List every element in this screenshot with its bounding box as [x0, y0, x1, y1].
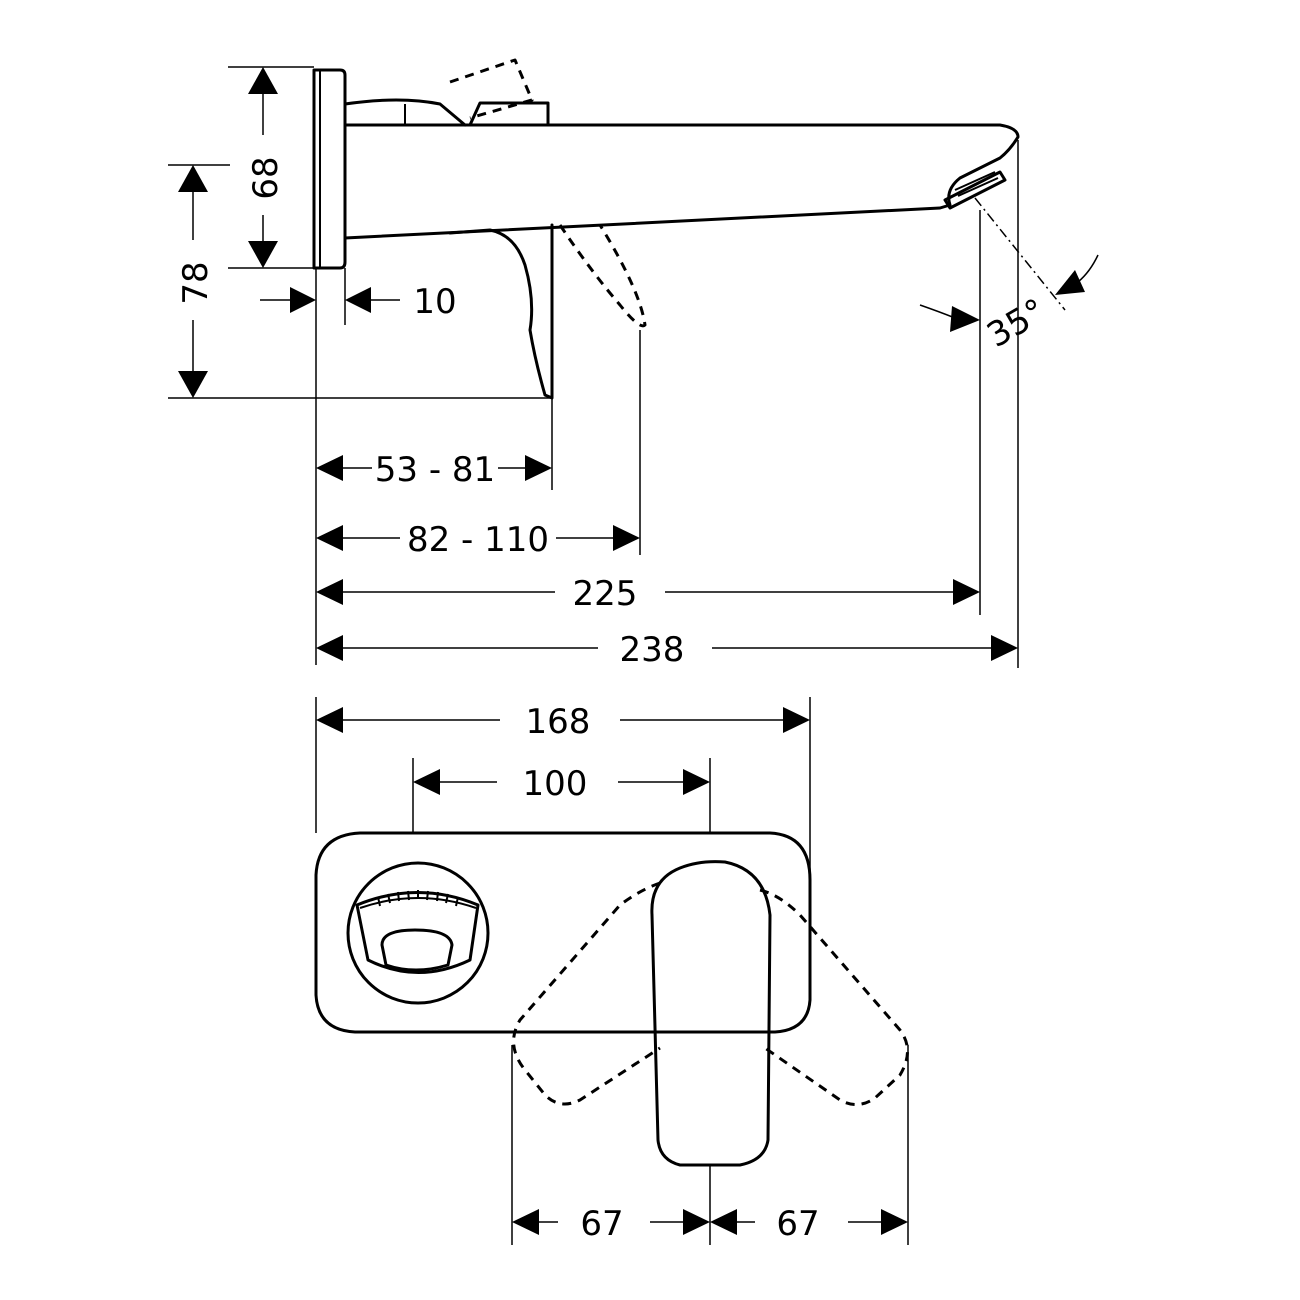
- dim-78: 78: [176, 261, 216, 304]
- side-view: 68 78 10 53 - 81 82 - 110: [168, 58, 1099, 670]
- dim-10: 10: [413, 282, 456, 322]
- lever-dashed: [449, 58, 534, 120]
- dim-67-left: 67: [580, 1204, 623, 1244]
- lever-handle-dashed: [558, 224, 647, 328]
- front-view: 168 100 67 67: [314, 697, 909, 1245]
- dim-53-81: 53 - 81: [375, 450, 495, 490]
- dim-238: 238: [620, 630, 685, 670]
- dim-67-right: 67: [776, 1204, 819, 1244]
- dim-225: 225: [573, 574, 638, 614]
- dim-35-degrees: 35°: [980, 291, 1052, 356]
- front-lever-dashed-left: [512, 881, 661, 1106]
- front-lever: [650, 860, 772, 1167]
- lever-base: [343, 98, 467, 127]
- diverter-knob: [346, 861, 490, 1005]
- spout-body: [343, 123, 1020, 240]
- dim-68: 68: [246, 156, 286, 199]
- front-wall-plate: [314, 831, 812, 1034]
- lever-handle: [448, 223, 554, 400]
- dim-82-110: 82 - 110: [407, 520, 549, 560]
- dim-168: 168: [526, 702, 591, 742]
- front-lever-dashed-right: [759, 888, 909, 1106]
- wall-plate: [312, 68, 347, 270]
- aerator: [943, 170, 1007, 210]
- dim-100: 100: [523, 764, 588, 804]
